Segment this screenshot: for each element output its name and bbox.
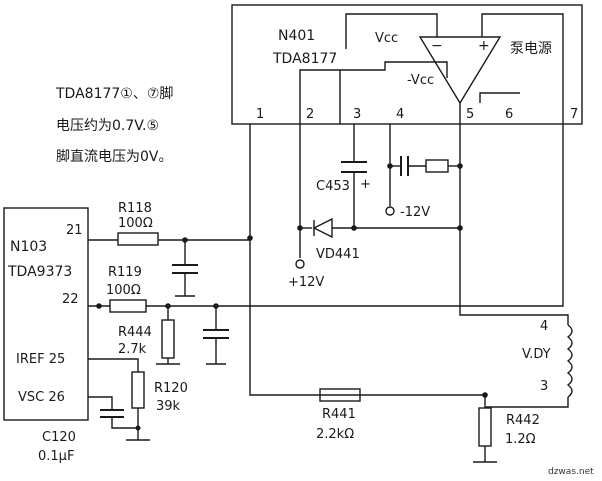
junction-pin5-diode — [457, 225, 463, 231]
ic-n103-pin-iref: IREF 25 — [16, 352, 65, 367]
r441-ref: R441 — [322, 407, 356, 422]
r442-value: 1.2Ω — [505, 432, 536, 447]
note-line-2: 电压约为0.7V.⑤ — [56, 118, 159, 134]
resistor-snubber — [425, 159, 449, 173]
ic-n401-part: TDA8177 — [272, 51, 337, 67]
n401-pin-4: 4 — [396, 107, 404, 122]
vdy-pin-3: 3 — [540, 379, 548, 394]
n401-pin-7: 7 — [570, 107, 578, 122]
r441-value: 2.2kΩ — [316, 427, 354, 442]
c453-ref: C453 — [316, 179, 350, 194]
r442-ref: R442 — [506, 413, 540, 428]
junction-c453 — [351, 225, 357, 231]
negvcc-internal-wire — [299, 61, 448, 124]
vdy-ref: V.DY — [522, 347, 551, 362]
ground-r120 — [126, 408, 150, 441]
capacitor-filter-2 — [203, 329, 229, 339]
resistor-r119 — [109, 299, 147, 313]
ic-n401-pump-label: 泵电源 — [510, 41, 552, 57]
r118-value: 100Ω — [118, 216, 153, 231]
ic-n401-outline — [231, 4, 583, 125]
wire-iref — [88, 358, 139, 372]
capacitor-filter-1 — [172, 264, 198, 274]
vdy-pin-4: 4 — [540, 319, 548, 334]
ic-n103-ref: N103 — [10, 239, 47, 255]
ic-n103-pin-vsc: VSC 26 — [18, 390, 65, 405]
ground-r444 — [156, 358, 180, 365]
r444-value: 2.7k — [118, 342, 147, 357]
op-amp-plus-sign: + — [478, 38, 490, 54]
ic-n401-vcc-label: Vcc — [375, 31, 398, 46]
n401-pin-5: 5 — [466, 107, 474, 122]
ic-n103-pin22: 22 — [62, 292, 79, 307]
wire-pin5-output — [459, 124, 569, 325]
ic-n401-ref: N401 — [278, 28, 315, 44]
wire-pin22-to-pin7 — [146, 124, 564, 307]
resistor-r444 — [161, 319, 175, 359]
resistor-r442 — [478, 407, 492, 447]
watermark-text: dzwas.net — [548, 467, 594, 477]
ground-filter-1 — [175, 273, 195, 297]
junction-pin22 — [96, 303, 102, 309]
pin6-internal-wire — [479, 92, 520, 103]
vd441-ref: VD441 — [316, 247, 360, 262]
ic-n401-negvcc-label: -Vcc — [407, 73, 434, 88]
vcc-internal-wire — [345, 13, 438, 49]
r118-ref: R118 — [118, 201, 152, 216]
supply-pos12-label: +12V — [288, 275, 324, 290]
r444-ref: R444 — [118, 325, 152, 340]
resistor-r441 — [319, 388, 361, 402]
ic-n103-part: TDA9373 — [7, 264, 72, 280]
ic-n103-outline — [3, 207, 89, 421]
ic-n401: N401 TDA8177 Vcc -Vcc 泵电源 − + 1 2 3 4 5 … — [231, 4, 583, 125]
n401-pin-1: 1 — [256, 107, 264, 122]
wire-pin1-feedback — [249, 124, 485, 396]
supply-neg12-label: -12V — [400, 205, 430, 220]
ic-n103-pin21: 21 — [66, 223, 83, 238]
ground-filter-2 — [206, 338, 226, 365]
r119-value: 100Ω — [106, 283, 141, 298]
op-amp-symbol — [418, 36, 502, 105]
junction-c120 — [135, 425, 141, 431]
resistor-r118 — [117, 232, 159, 246]
n401-pin-3: 3 — [353, 107, 361, 122]
wire-c120-ground — [111, 417, 138, 429]
wire-vdy-bottom — [485, 397, 569, 408]
r120-value: 39k — [156, 399, 181, 414]
n401-pin-6: 6 — [505, 107, 513, 122]
vd441-anode — [312, 217, 333, 239]
ground-r442 — [473, 446, 497, 463]
n401-pin-2: 2 — [306, 107, 314, 122]
ic-n103: N103 TDA9373 21 22 IREF 25 VSC 26 — [3, 207, 89, 421]
c120-value: 0.1μF — [38, 449, 74, 464]
note-line-3: 脚直流电压为0V。 — [56, 148, 172, 165]
capacitor-snubber — [400, 156, 409, 176]
resistor-r120 — [131, 371, 145, 409]
op-amp-minus-sign: − — [431, 38, 443, 54]
capacitor-c120 — [100, 409, 124, 418]
coil-vdy — [566, 324, 573, 398]
terminal-neg12 — [385, 206, 395, 216]
c453-plus: + — [360, 177, 371, 192]
r120-ref: R120 — [154, 381, 188, 396]
wire-vsc — [88, 396, 113, 410]
c120-ref: C120 — [42, 430, 76, 445]
terminal-pos12 — [295, 259, 305, 269]
r119-ref: R119 — [108, 265, 142, 280]
note-line-1: TDA8177①、⑦脚 — [55, 86, 173, 102]
plus-input-wire — [481, 13, 564, 124]
